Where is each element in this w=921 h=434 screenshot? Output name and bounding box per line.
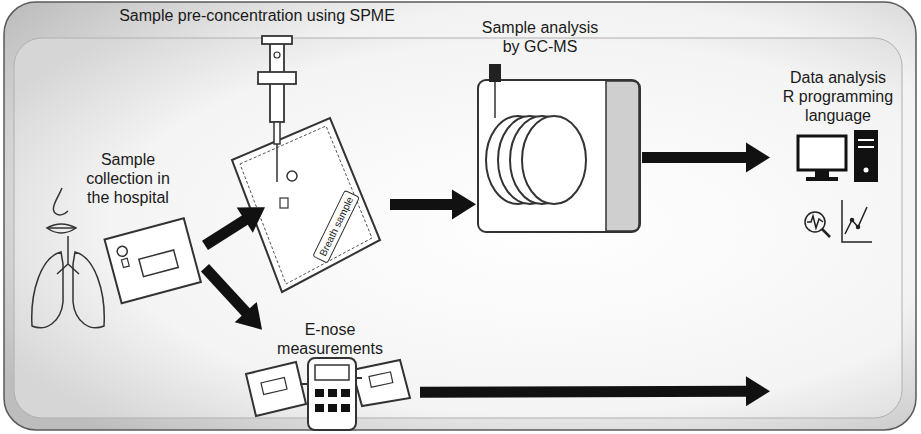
spme-holder <box>258 36 296 182</box>
bag-label: Breath sample <box>312 189 360 263</box>
outer-panel <box>4 2 916 430</box>
arrow-shaft <box>205 220 246 246</box>
spme-bag <box>232 118 380 292</box>
stage-label: Sample pre-concentration using SPME <box>107 6 407 25</box>
stage-node: Sample collection in the hospital <box>25 195 205 335</box>
arrow-shaft <box>420 391 747 392</box>
flow-arrow <box>205 207 265 245</box>
stage-label: Data analysis R programming language <box>782 68 894 126</box>
stage-label: Sample analysis by GC-MS <box>474 18 606 56</box>
arrow-head <box>452 189 476 219</box>
sample-bag <box>105 218 201 303</box>
stage-node: Data analysis R programming language <box>770 130 885 405</box>
flow-arrow <box>390 189 476 219</box>
gc-ms-instrument <box>478 64 640 232</box>
stage-label: Sample collection in the hospital <box>73 150 183 208</box>
patient-icons <box>32 188 104 328</box>
arrow-shaft <box>642 152 747 163</box>
inner-panel <box>14 38 902 418</box>
arrow-head <box>237 207 265 233</box>
flow-arrow <box>205 268 262 330</box>
arrow-head <box>235 302 262 330</box>
arrow-head <box>746 143 770 173</box>
analysis-icons <box>805 200 872 242</box>
flow-arrow <box>420 376 770 406</box>
arrow-shaft <box>390 199 453 210</box>
stage-node: Sample analysis by GC-MS <box>476 78 642 234</box>
e-nose-device <box>246 358 410 430</box>
stage-label: E-nose measurements <box>275 320 385 358</box>
computer-icon <box>798 130 878 182</box>
stage-node: E-nose measurements <box>262 320 420 428</box>
flow-arrow <box>642 143 770 173</box>
arrow-shaft <box>205 268 246 313</box>
arrow-head <box>746 376 770 406</box>
